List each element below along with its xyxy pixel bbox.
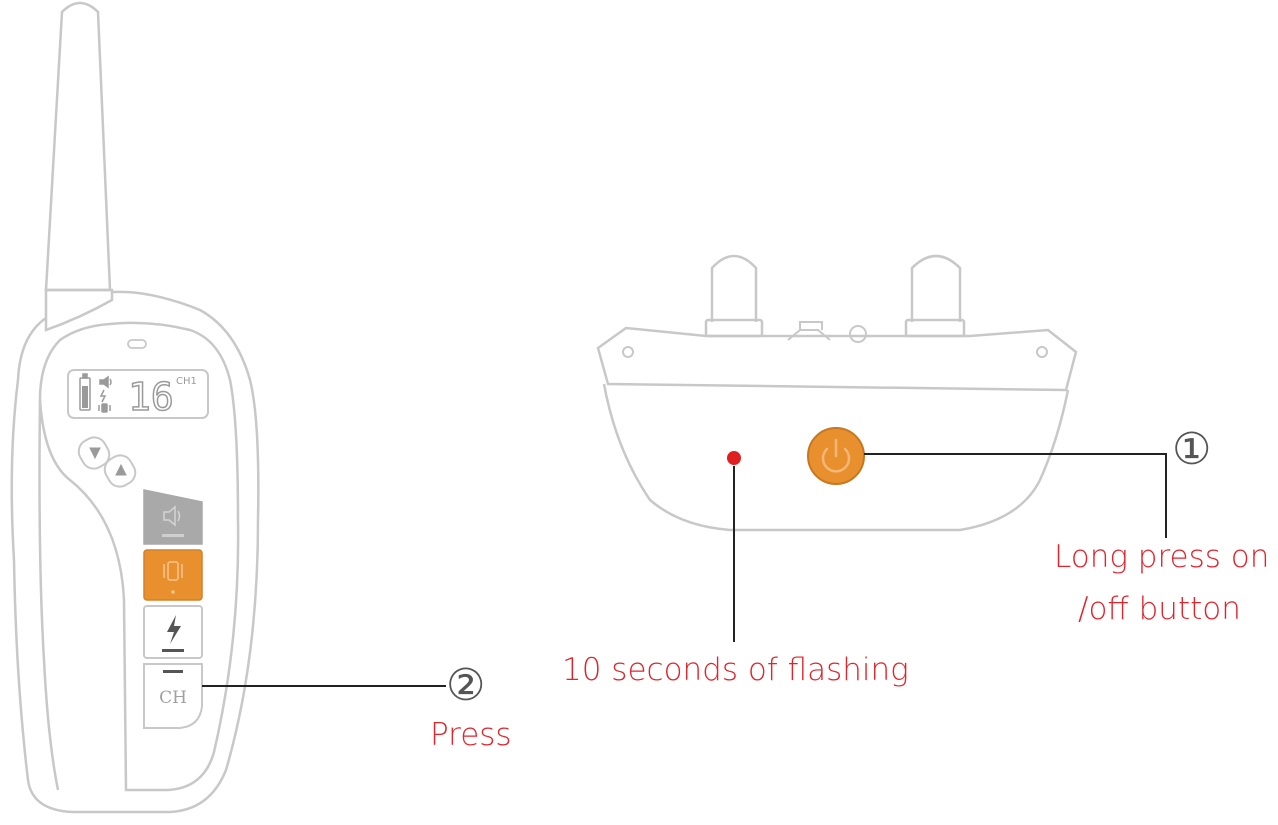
collar-led-indicator xyxy=(727,451,741,465)
shock-icon xyxy=(99,389,107,403)
beep-icon xyxy=(99,375,112,389)
step-1-caption-line1: Long press on xyxy=(1054,539,1270,575)
flash-caption: 10 seconds of flashing xyxy=(562,652,909,688)
channel-button-label: CH xyxy=(159,688,187,708)
remote-body xyxy=(10,290,260,814)
remote-indicator-led xyxy=(127,339,147,349)
collar-power-button[interactable] xyxy=(807,427,865,485)
lcd-channel: CH1 xyxy=(176,376,197,387)
vibrate-button[interactable] xyxy=(143,549,203,601)
power-icon xyxy=(821,438,851,473)
vibration-icon xyxy=(163,561,183,581)
left-probe xyxy=(710,254,758,322)
collar-receiver xyxy=(596,254,1078,532)
leader-power xyxy=(864,453,1167,538)
lightning-icon xyxy=(167,615,181,644)
shock-button[interactable] xyxy=(143,605,203,659)
step-1-number: ① xyxy=(1172,424,1212,475)
arrow-up-icon xyxy=(115,463,127,476)
collar-top-plate xyxy=(596,326,1078,392)
down-button[interactable] xyxy=(74,433,113,473)
step-1-caption-line2: /off button xyxy=(1078,591,1241,627)
remote-antenna xyxy=(44,1,112,292)
remote-lcd xyxy=(67,369,209,419)
beep-button[interactable] xyxy=(143,489,203,545)
battery-icon xyxy=(79,373,91,411)
vibration-icon xyxy=(98,403,111,413)
speaker-icon xyxy=(163,505,181,527)
right-probe xyxy=(910,254,962,322)
step-2-caption: Press xyxy=(430,717,512,753)
arrow-down-icon xyxy=(89,447,101,460)
lcd-level: 16 xyxy=(128,375,174,419)
nav-buttons xyxy=(74,433,139,491)
leader-lines xyxy=(202,453,1167,687)
remote-antenna-collar xyxy=(44,288,114,332)
up-button[interactable] xyxy=(100,451,139,491)
collar-body xyxy=(602,383,1070,532)
remote-transmitter xyxy=(10,1,260,814)
step-2-number: ② xyxy=(446,660,486,711)
channel-button[interactable]: CH xyxy=(143,663,203,729)
lcd-icons xyxy=(79,373,112,413)
remote-face xyxy=(38,321,240,792)
